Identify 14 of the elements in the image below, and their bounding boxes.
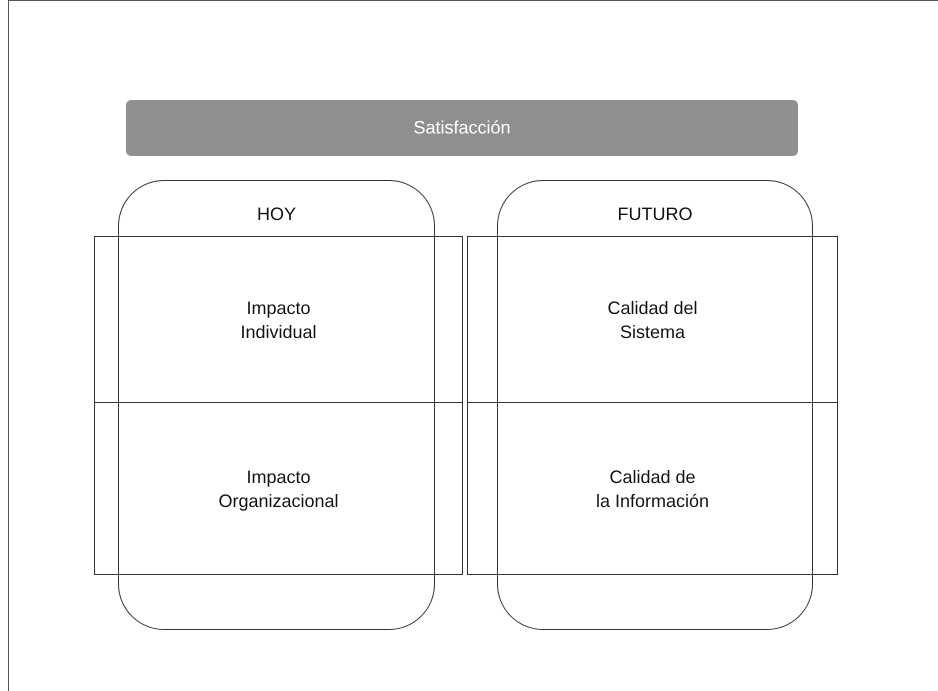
quadrant-frame xyxy=(94,402,463,575)
panel-heading: HOY xyxy=(257,204,296,225)
rounded-panel xyxy=(118,180,435,630)
bar-label: Satisfacción xyxy=(413,118,511,138)
quadrant-label: Calidad del Sistema xyxy=(607,296,698,344)
quadrant-label: Impacto Organizacional xyxy=(218,466,339,512)
quadrant-frame xyxy=(94,236,463,403)
quadrant-frame xyxy=(467,402,838,575)
quadrant-frame xyxy=(467,236,838,403)
quadrant-label: Calidad de la Información xyxy=(596,466,710,512)
panel-heading: FUTURO xyxy=(618,204,692,225)
quadrant-label: Impacto Individual xyxy=(240,296,317,344)
rounded-panel xyxy=(497,180,813,630)
title-bar xyxy=(126,100,798,156)
